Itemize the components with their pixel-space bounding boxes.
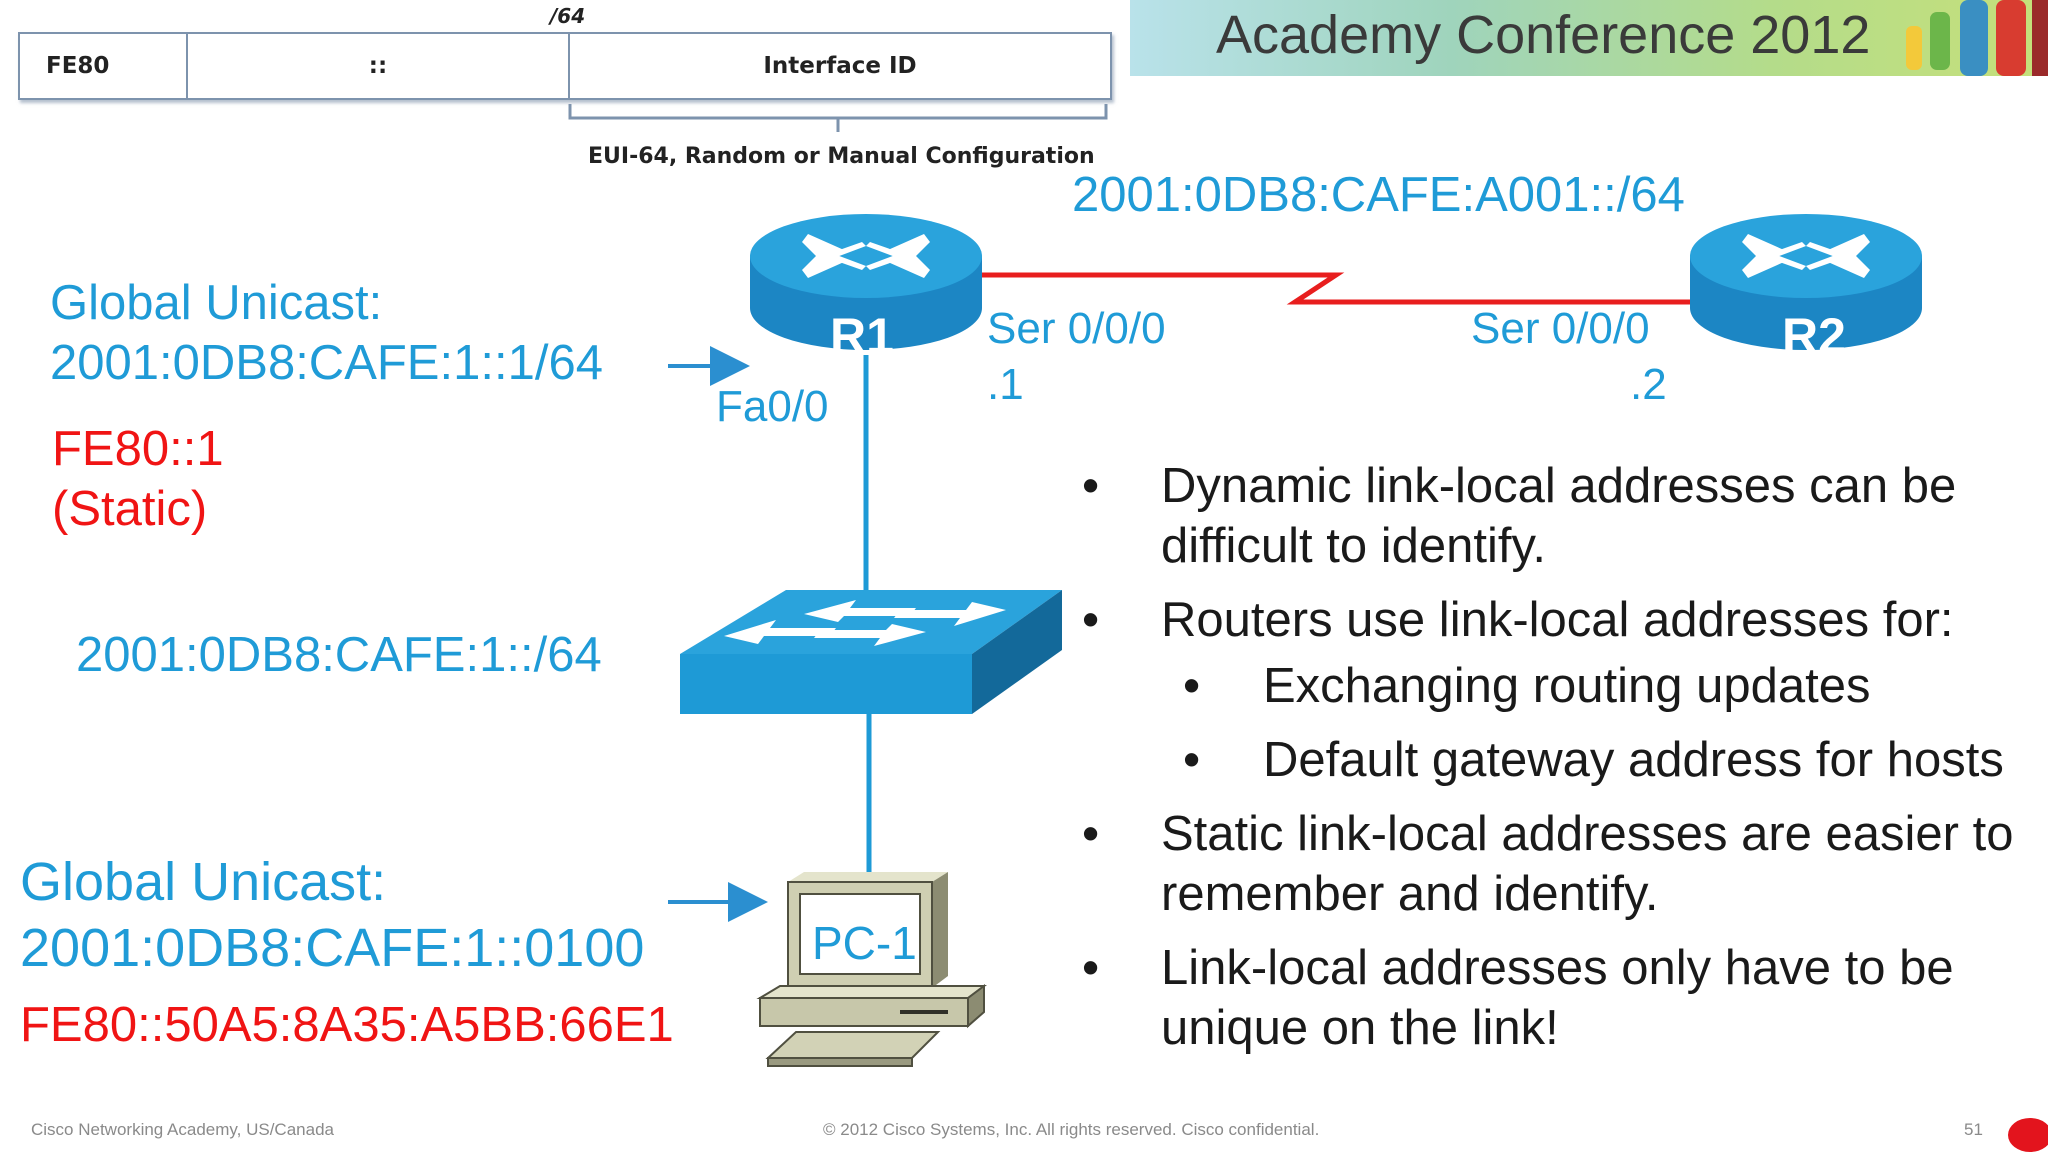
r1-global-unicast-label: Global Unicast: bbox=[50, 276, 383, 330]
router-r1-name: R1 bbox=[830, 308, 894, 364]
bullet-list: Dynamic link-local addresses can be diff… bbox=[1080, 456, 2040, 1072]
router-r2-name: R2 bbox=[1782, 308, 1846, 364]
bullet-item: Dynamic link-local addresses can be diff… bbox=[1080, 456, 2040, 576]
r1-global-unicast-address: 2001:0DB8:CAFE:1::1/64 bbox=[50, 336, 603, 390]
switch-icon bbox=[680, 590, 1062, 714]
sub-bullet-item: Default gateway address for hosts bbox=[1080, 730, 2040, 790]
prefix-length-label: /64 bbox=[550, 4, 586, 28]
page-number: 51 bbox=[1964, 1120, 1983, 1139]
conference-banner: Academy Conference 2012 bbox=[1130, 0, 2048, 76]
banner-decoration-icon bbox=[1906, 0, 2048, 76]
pc-name: PC-1 bbox=[812, 917, 917, 969]
page-corner-dot bbox=[2008, 1118, 2048, 1152]
pc-icon bbox=[756, 872, 987, 1067]
r1-lan-interface: Fa0/0 bbox=[716, 382, 829, 431]
sub-bullet-item: Exchanging routing updates bbox=[1080, 656, 2040, 716]
interface-id-brace bbox=[568, 104, 1108, 132]
r2-serial-host: .2 bbox=[1630, 360, 1667, 409]
address-separator-cell: :: bbox=[188, 34, 570, 98]
banner-title: Academy Conference 2012 bbox=[1216, 5, 1871, 65]
serial-link bbox=[975, 272, 1690, 305]
footer-copyright: © 2012 Cisco Systems, Inc. All rights re… bbox=[823, 1120, 1320, 1139]
router-r2-icon bbox=[1690, 214, 1922, 350]
pc-global-unicast-label: Global Unicast: bbox=[20, 852, 387, 912]
router-r1-icon bbox=[750, 214, 982, 350]
address-format-bar: FE80 :: Interface ID bbox=[18, 32, 1112, 100]
interface-id-cell: Interface ID bbox=[763, 53, 917, 79]
r1-link-local-address: FE80::1 bbox=[52, 422, 224, 476]
address-prefix-cell: FE80 bbox=[20, 34, 188, 98]
r2-serial-interface: Ser 0/0/0 bbox=[1471, 304, 1650, 353]
r1-serial-host: .1 bbox=[987, 360, 1024, 409]
wan-network-label: 2001:0DB8:CAFE:A001::/64 bbox=[1072, 168, 1685, 222]
pc-link-local-address: FE80::50A5:8A35:A5BB:66E1 bbox=[20, 998, 674, 1052]
pc-global-unicast-address: 2001:0DB8:CAFE:1::0100 bbox=[20, 918, 645, 978]
bullet-item: Link-local addresses only have to be uni… bbox=[1080, 938, 2040, 1058]
lan-network-label: 2001:0DB8:CAFE:1::/64 bbox=[76, 628, 602, 682]
r1-link-local-note: (Static) bbox=[52, 482, 208, 536]
bullet-item: Routers use link-local addresses for: bbox=[1080, 590, 2040, 650]
footer-left: Cisco Networking Academy, US/Canada bbox=[31, 1120, 334, 1139]
r1-serial-interface: Ser 0/0/0 bbox=[987, 304, 1166, 353]
bullet-item: Static link-local addresses are easier t… bbox=[1080, 804, 2040, 924]
interface-id-caption: EUI-64, Random or Manual Configuration bbox=[588, 144, 1095, 169]
